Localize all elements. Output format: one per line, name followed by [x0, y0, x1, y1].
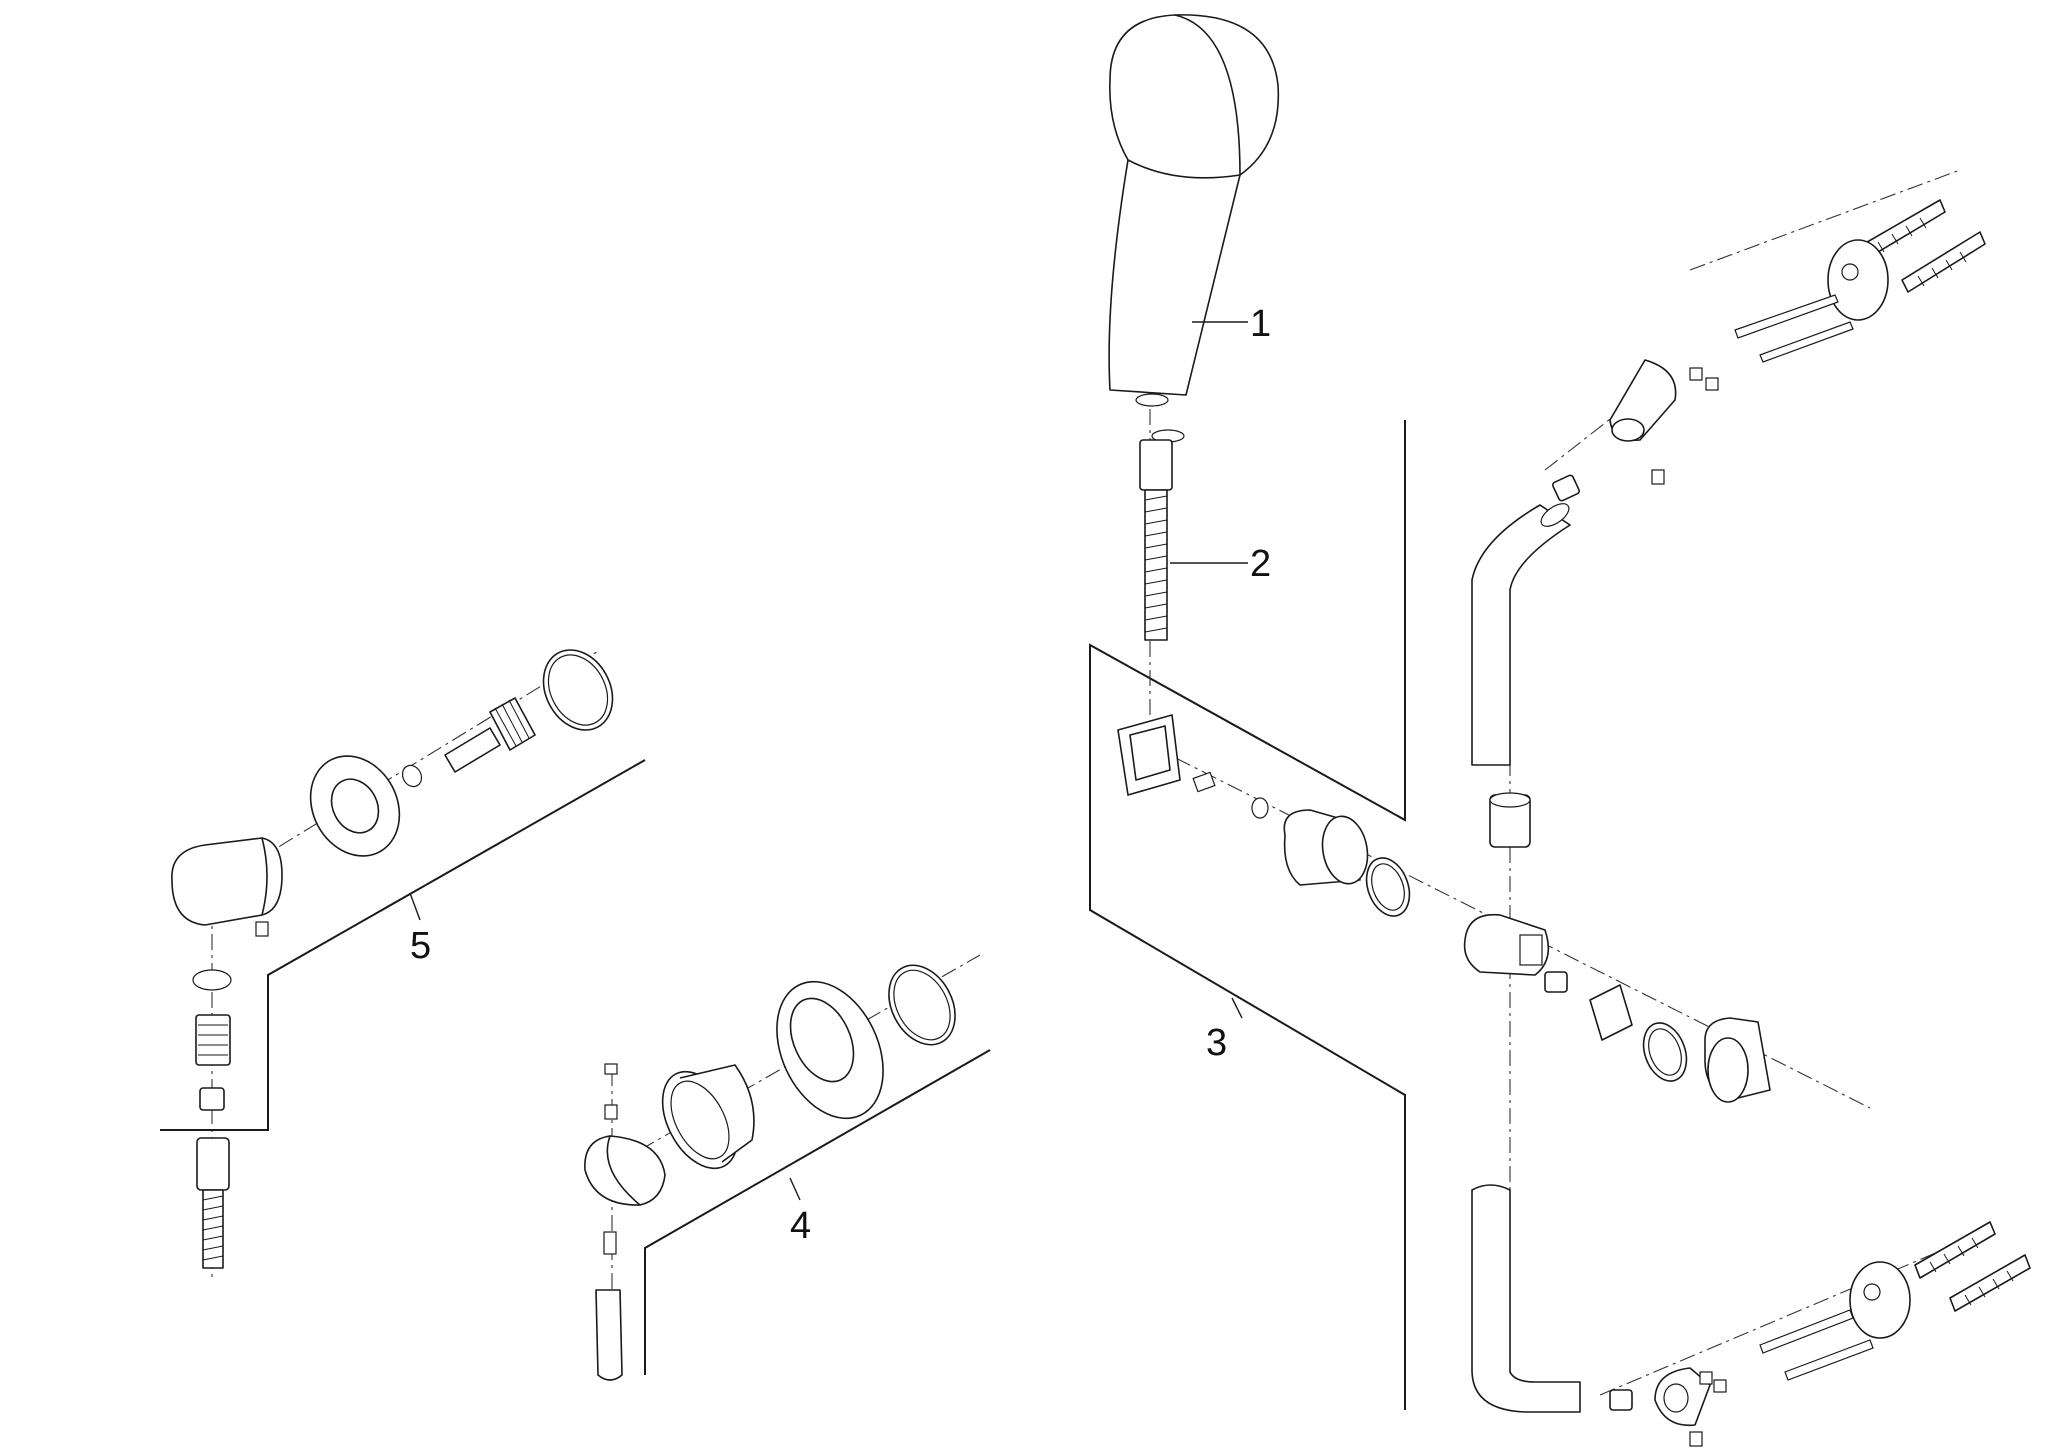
wall-anchor: [1949, 1254, 2031, 1312]
grub-screw: [604, 1104, 618, 1120]
grub-screw: [1705, 377, 1719, 391]
screw: [1192, 771, 1216, 793]
frame-line: [160, 759, 646, 1131]
connector: [1609, 1389, 1633, 1411]
connector: [1551, 474, 1581, 502]
grub-screw: [1713, 1379, 1727, 1393]
lever-pin: [595, 1289, 623, 1381]
assembly-4: 4: [584, 954, 991, 1381]
axis-line: [1689, 169, 1961, 271]
frame-line: [1089, 420, 1406, 1410]
grub-screw: [1651, 469, 1665, 485]
rail-upper: [1471, 503, 1571, 766]
axis-line: [1599, 1229, 1991, 1396]
wall-anchor: [1914, 1221, 1996, 1279]
wall-anchor: [1901, 231, 1986, 293]
wall-elbow: [1654, 1367, 1711, 1427]
holder-sleeve: [1283, 809, 1369, 886]
grub-screw: [1689, 367, 1703, 381]
screw: [1734, 294, 1839, 339]
hose-end: [196, 1137, 230, 1269]
leader-line: [1231, 997, 1243, 1019]
rosette: [309, 755, 401, 857]
grub-screw: [1699, 1371, 1713, 1385]
hose-bushing: [199, 1087, 225, 1111]
wall-plate: [1849, 1261, 1911, 1339]
wall-elbow: [1609, 359, 1677, 442]
callout-5: 5: [410, 925, 431, 967]
leader-line: [409, 892, 421, 921]
screw-head: [604, 1063, 618, 1075]
connector: [1544, 971, 1568, 993]
callout-1: 1: [1250, 303, 1271, 345]
lever-cap: [584, 1135, 666, 1206]
rosette: [776, 980, 884, 1120]
screw: [1759, 321, 1854, 363]
washer: [1251, 797, 1269, 819]
wall-elbow-cap: [171, 837, 283, 926]
axis-line: [204, 649, 601, 893]
grub-screw: [603, 1231, 617, 1255]
threaded-connector: [444, 697, 536, 773]
hose-nut: [195, 1014, 231, 1066]
screw: [1784, 1339, 1874, 1381]
callout-4: 4: [790, 1205, 811, 1247]
frame-line: [644, 1049, 991, 1375]
grub-screw: [1689, 1431, 1703, 1447]
seal-ring: [192, 969, 232, 991]
rail-lower: [1471, 1184, 1581, 1413]
slider-bracket: [1589, 984, 1633, 1041]
grub-screw: [255, 921, 269, 937]
assembly-center: 1 2 3: [1089, 14, 1871, 1410]
shower-hose: [1139, 429, 1185, 641]
slider-knob: [1704, 1017, 1771, 1103]
leader-line: [789, 1177, 801, 1201]
screw: [1759, 1309, 1854, 1354]
slider-body: [1463, 913, 1550, 976]
callout-3: 3: [1206, 1022, 1227, 1064]
sleeve: [661, 1064, 755, 1170]
assembly-5: 5: [160, 649, 646, 1282]
wall-plate: [1827, 239, 1889, 321]
rail-clip: [1489, 792, 1531, 848]
small-o-ring: [401, 764, 423, 788]
hose-holder-clip: [1117, 714, 1181, 796]
hand-shower: [1108, 14, 1280, 407]
shower-rail-assembly: [1463, 169, 2031, 1447]
callout-2: 2: [1250, 543, 1271, 585]
